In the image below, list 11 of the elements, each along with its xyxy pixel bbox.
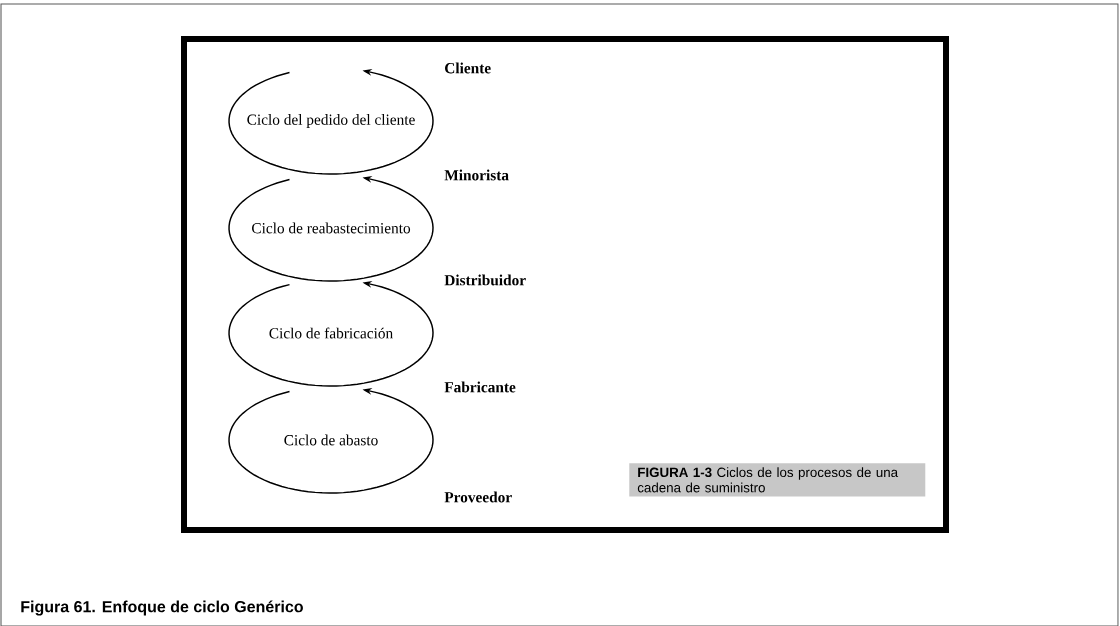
stage-label: Proveedor [444,491,512,503]
node-label: Ciclo de abasto [284,434,378,446]
stage-label: Distribuidor [444,274,526,286]
figure-caption: Figura 61. Enfoque de ciclo Genérico [21,600,303,616]
node-label: Ciclo del pedido del cliente [247,114,415,128]
stage-label: Minorista [444,169,509,181]
stage-label: Fabricante [444,381,516,393]
stage-label: Cliente [445,62,491,74]
node-label: Ciclo de fabricación [269,327,393,339]
node-label: Ciclo de reabastecimiento [252,222,411,234]
caption-box: FIGURA 1-3 Ciclos de los procesos de una cadena de suministro [629,463,926,497]
